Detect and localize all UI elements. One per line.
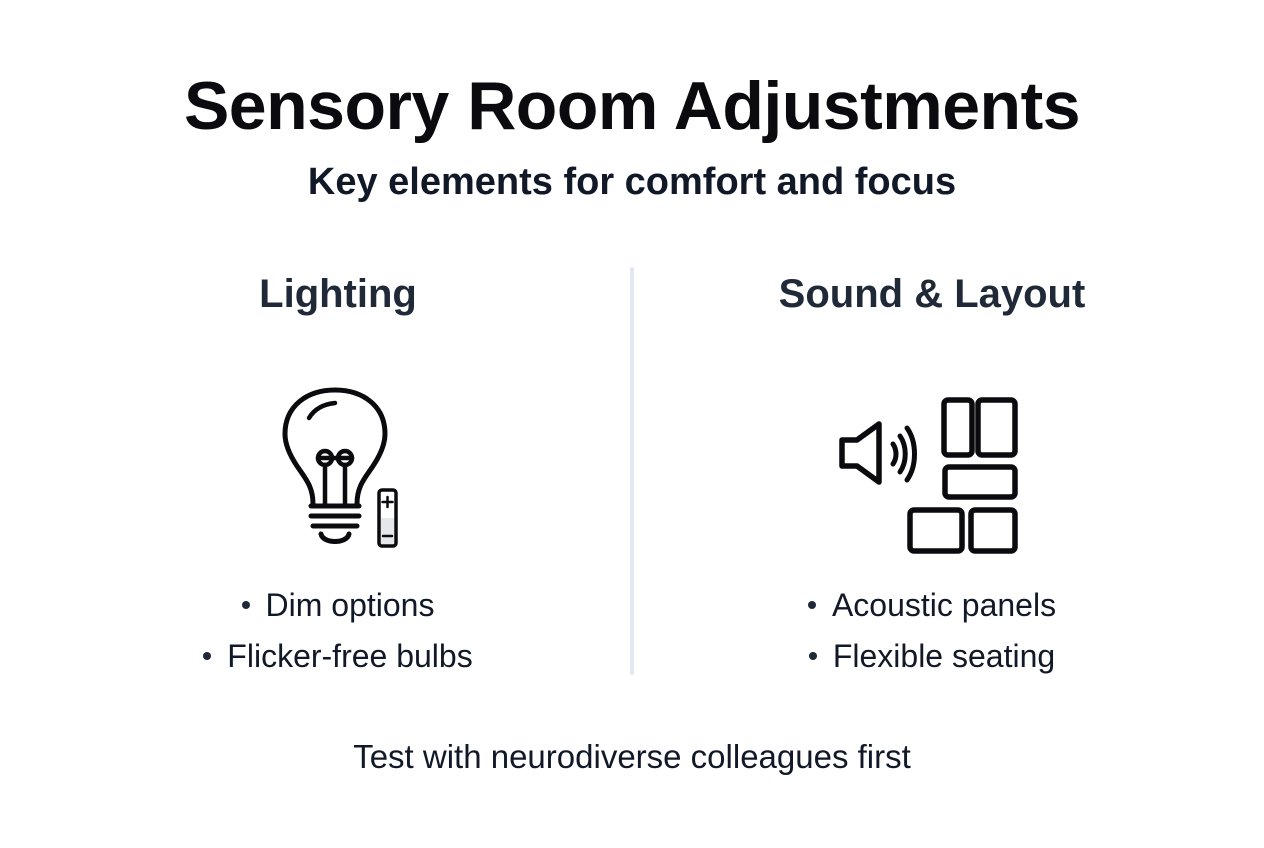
page-title: Sensory Room Adjustments	[183, 68, 1081, 144]
sound-layout-list: Acoustic panels Flexible seating	[652, 580, 1212, 682]
list-item: Flicker-free bulbs	[58, 631, 618, 682]
list-item: Flexible seating	[652, 631, 1212, 682]
lighting-list: Dim options Flicker-free bulbs	[58, 580, 618, 682]
sound-layout-column: Sound & Layout Acoustic panels Flexible …	[652, 268, 1212, 674]
lightbulb-with-dimmer-icon	[58, 386, 618, 556]
column-divider	[630, 267, 634, 675]
footer-note: Test with neurodiverse colleagues first	[353, 738, 911, 775]
list-item: Dim options	[58, 580, 618, 631]
page-subtitle: Key elements for comfort and focus	[307, 161, 957, 203]
lighting-column: Lighting Dim options Flicker-free bulbs	[58, 268, 618, 674]
lighting-heading: Lighting	[259, 272, 417, 316]
sound-layout-heading: Sound & Layout	[778, 272, 1086, 316]
list-item: Acoustic panels	[652, 580, 1212, 631]
speaker-and-layout-grid-icon	[652, 386, 1212, 556]
